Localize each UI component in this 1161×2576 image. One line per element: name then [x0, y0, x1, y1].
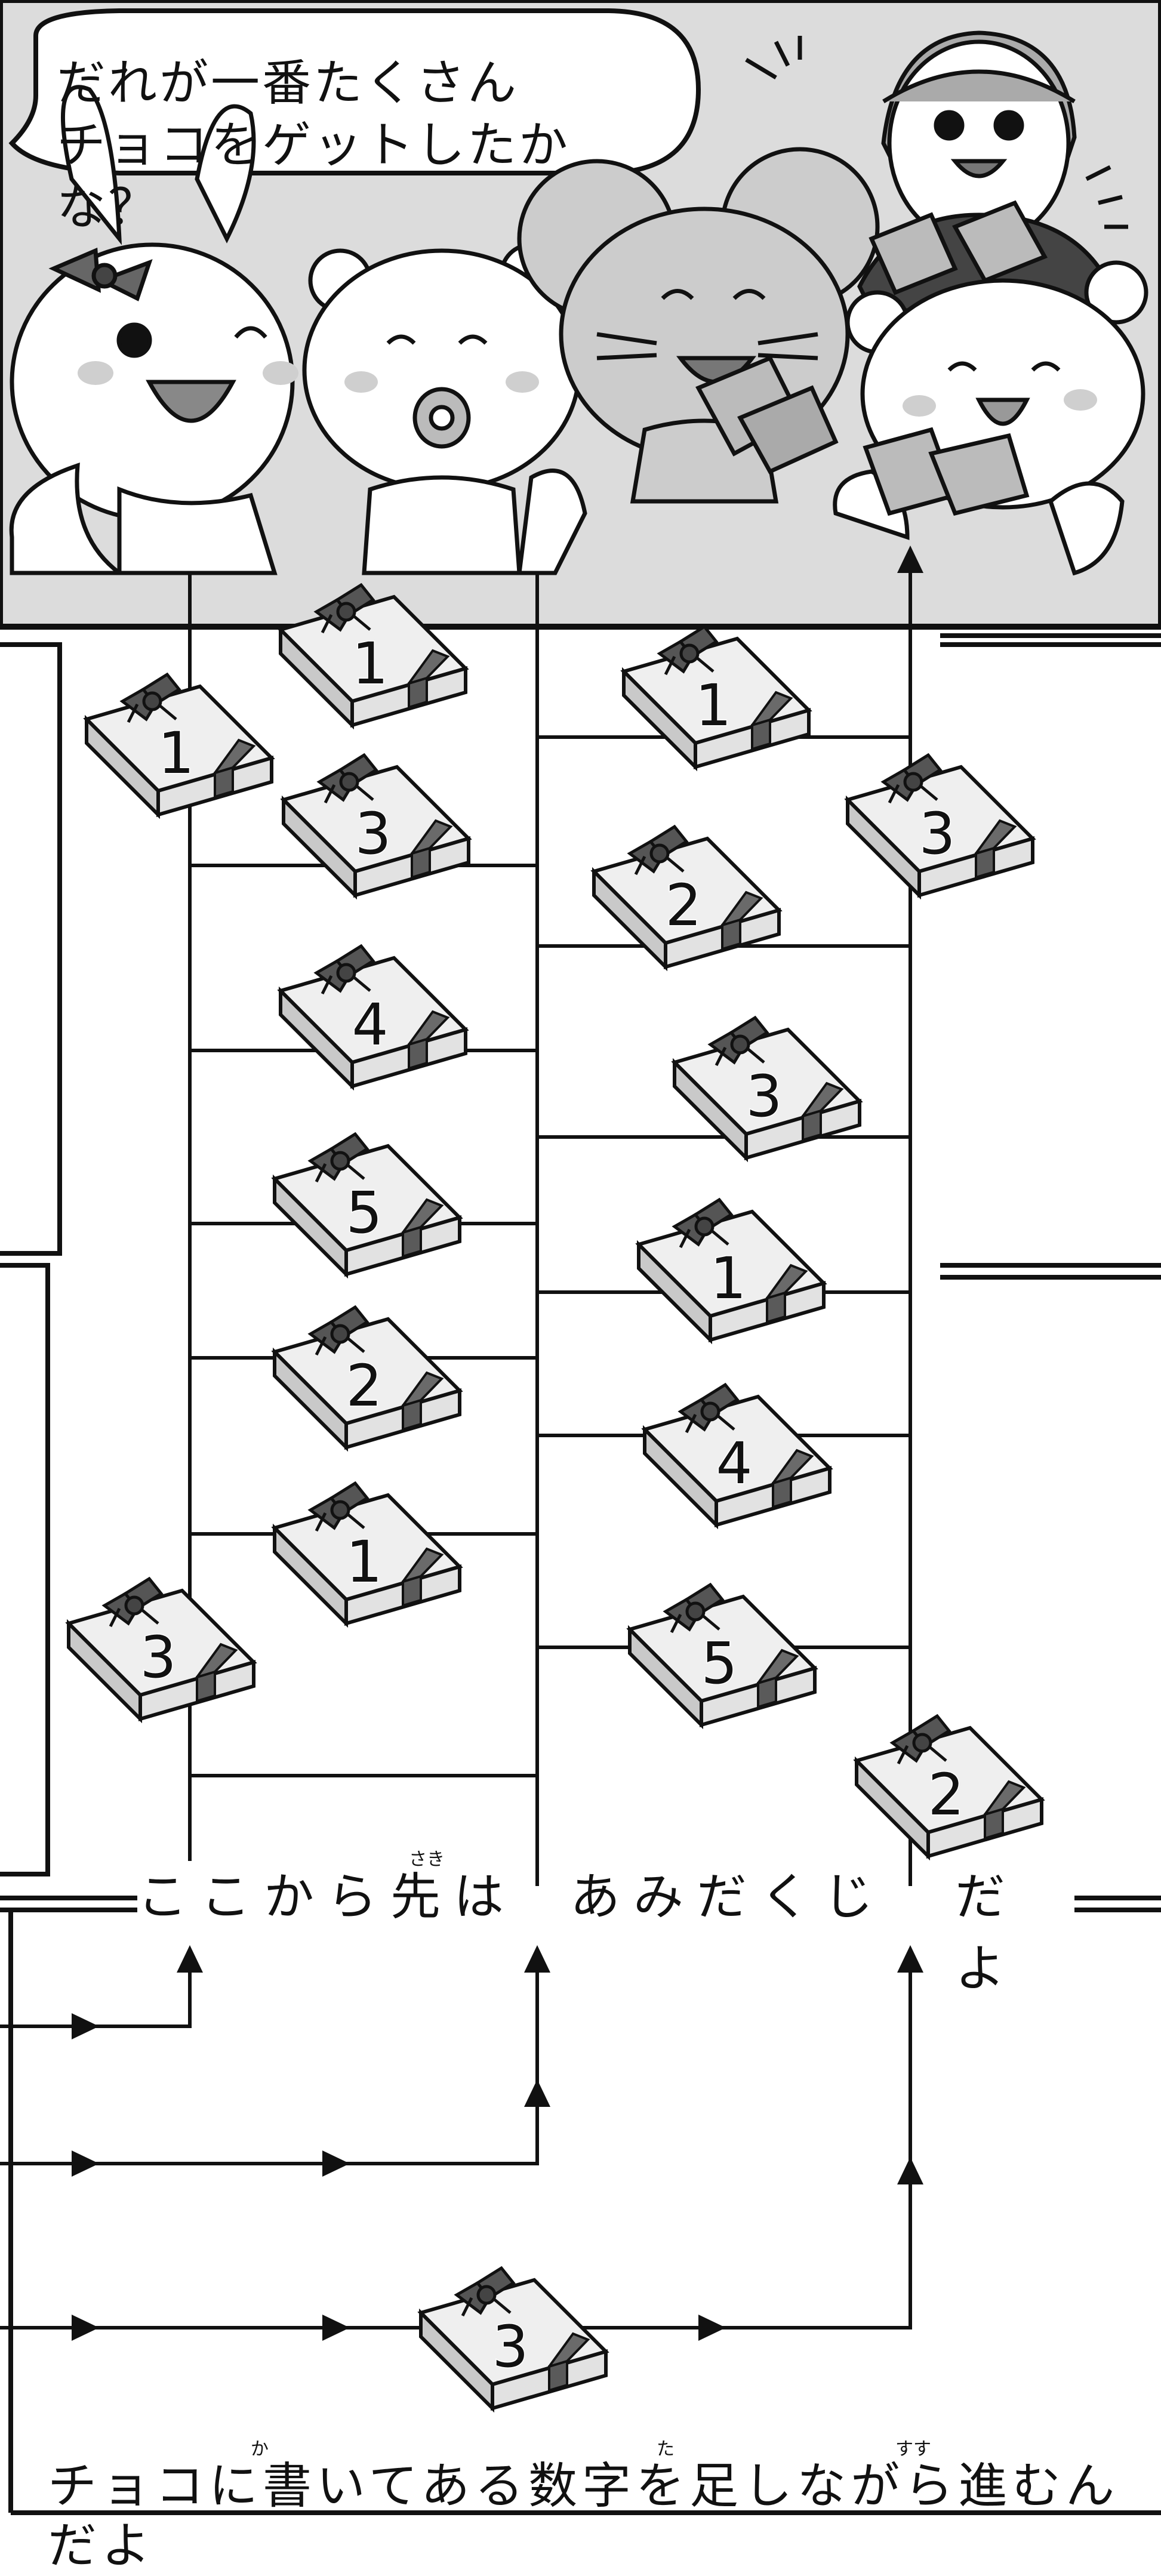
chocolate-c11: 3	[675, 1018, 860, 1158]
amida-notice-part2: あみだくじ	[570, 1861, 904, 1933]
ruby-kaku: か	[251, 2439, 269, 2460]
chocolate-c15: 3	[848, 755, 1033, 895]
chocolate-value-c17: 3	[492, 2313, 528, 2380]
chocolate-c17: 3	[421, 2268, 606, 2408]
chocolate-c4: 4	[281, 946, 466, 1086]
chocolate-value-c6: 2	[346, 1352, 382, 1419]
chocolate-c8: 3	[69, 1579, 254, 1719]
chocolate-c2: 1	[87, 674, 272, 815]
speech-line-1: だれが一番たくさん	[57, 55, 519, 112]
bear-holding-chocolates-icon	[833, 260, 1148, 576]
instruction-text: チョコに書いてある数字を足しながら進むんだよ	[48, 2458, 1120, 2574]
chocolate-value-c13: 4	[716, 1430, 752, 1497]
chocolate-c13: 4	[645, 1385, 830, 1525]
chocolate-value-c11: 3	[746, 1063, 782, 1130]
ruby-tasu: た	[657, 2439, 675, 2460]
chocolate-value-c7: 1	[346, 1529, 382, 1595]
speech-bubble	[8, 8, 701, 175]
bear-with-pacifier-icon	[302, 242, 587, 575]
chocolate-value-c12: 1	[710, 1245, 746, 1312]
chocolate-c9: 1	[624, 627, 809, 767]
speech-bubble-text: だれが一番たくさん チョコをゲットしたかな？	[57, 53, 654, 239]
characters	[9, 30, 1148, 576]
frame-lines	[0, 633, 1161, 2515]
chocolate-value-c9: 1	[695, 672, 731, 739]
chocolate-value-c5: 5	[346, 1179, 382, 1246]
chocolate-value-c4: 4	[352, 991, 388, 1058]
chocolate-value-c16: 2	[928, 1761, 964, 1828]
chocolate-c1: 1	[281, 585, 466, 725]
amida-notice-part3: だよ	[955, 1861, 1074, 1998]
rabbit-with-bow-icon	[9, 85, 298, 575]
chocolate-value-c15: 3	[919, 800, 955, 867]
boy-holding-chocolates-icon	[745, 30, 1128, 313]
chocolate-c16: 2	[857, 1716, 1042, 1856]
chocolate-c12: 1	[639, 1200, 824, 1340]
chocolate-c3: 3	[284, 755, 469, 895]
chocolate-c10: 2	[594, 827, 779, 967]
chocolate-value-c8: 3	[140, 1624, 176, 1691]
chocolate-value-c14: 5	[701, 1630, 737, 1697]
amida-notice-part1: ここから先は	[137, 1861, 519, 1933]
chocolate-value-c10: 2	[665, 872, 701, 939]
amida-notice-ruby: さき	[409, 1849, 445, 1870]
ruby-susumu: すす	[895, 2439, 931, 2460]
chocolate-value-c2: 1	[158, 720, 194, 787]
chocolate-c6: 2	[275, 1307, 460, 1447]
mouse-holding-chocolates-icon	[517, 147, 880, 504]
chocolate-c7: 1	[275, 1483, 460, 1623]
chocolates-layer: 1 1 3 4 5 2 1 3 1 2 3 1 4 5 3 2 3	[69, 585, 1042, 2408]
chocolate-value-c1: 1	[352, 630, 388, 697]
chocolate-c5: 5	[275, 1134, 460, 1274]
speech-line-2: チョコをゲットしたかな？	[57, 117, 571, 236]
chocolate-value-c3: 3	[355, 800, 391, 867]
chocolate-c14: 5	[630, 1585, 815, 1725]
entry-paths	[0, 1958, 912, 2330]
